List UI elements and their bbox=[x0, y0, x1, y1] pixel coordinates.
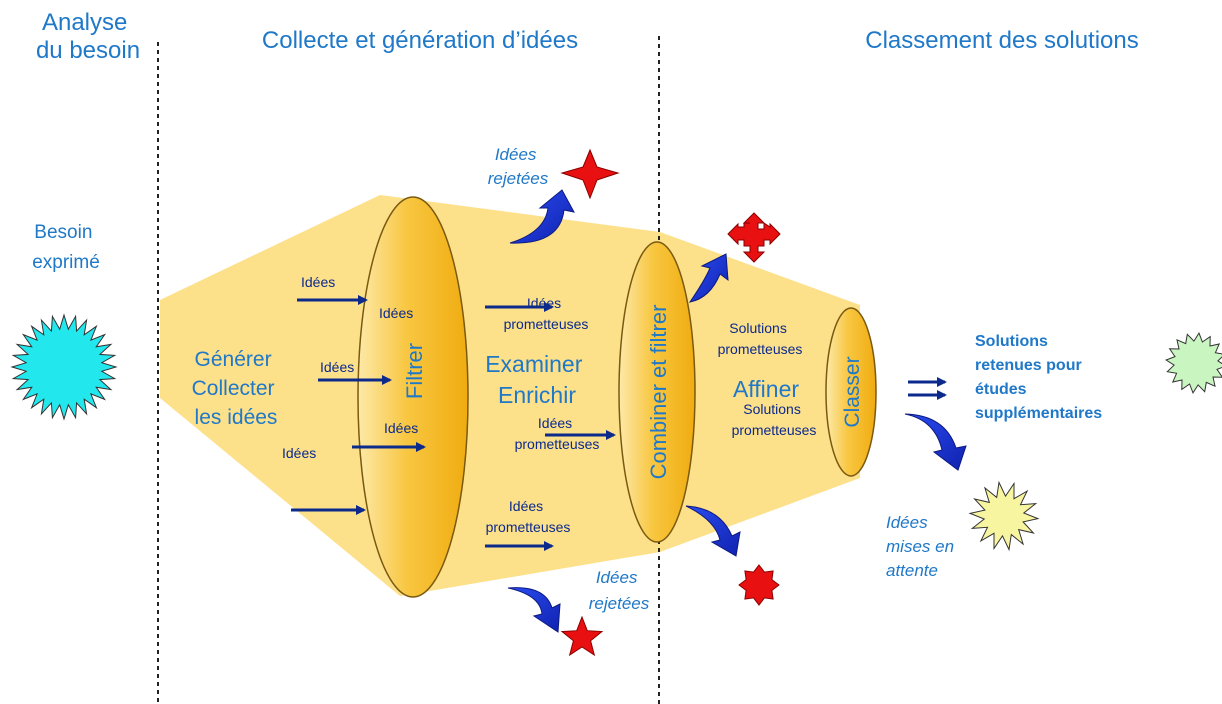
rejected-bottom-line1: Idées bbox=[596, 568, 638, 587]
idees-label-5: Idées bbox=[282, 445, 316, 461]
curved-arrow-reject-top bbox=[509, 189, 575, 244]
curved-arrow-reject-mid bbox=[688, 253, 729, 303]
stage2-line2: Enrichir bbox=[498, 382, 576, 408]
stage1-line1: Générer bbox=[195, 348, 272, 371]
prometteuses-label-2: Idées prometteuses bbox=[515, 415, 600, 452]
rejected-label-top: Idées rejetées bbox=[488, 145, 549, 188]
stage1-line3: les idées bbox=[195, 406, 278, 429]
stage1-label: Générer Collecter les idées bbox=[192, 348, 281, 429]
besoin-line1: Besoin bbox=[34, 222, 92, 243]
besoin-label: Besoin exprimé bbox=[32, 222, 100, 273]
reject-octagram bbox=[738, 564, 780, 606]
prometteuses-1-line1: Idées bbox=[527, 295, 561, 311]
stage2-line1: Examiner bbox=[485, 351, 582, 377]
combiner-ellipse bbox=[618, 241, 696, 543]
header-classement: Classement des solutions bbox=[865, 27, 1138, 54]
prometteuses-label-3: Idées prometteuses bbox=[486, 498, 571, 535]
result-burst-shape bbox=[1164, 331, 1222, 395]
result-line2: retenues pour bbox=[975, 357, 1082, 374]
idees-label-1: Idées bbox=[301, 274, 335, 290]
solutions-2-line2: prometteuses bbox=[732, 422, 817, 438]
filtrer-ellipse bbox=[357, 196, 469, 598]
header-analyse-line1: Analyse bbox=[42, 9, 127, 36]
result-line3: études bbox=[975, 381, 1027, 398]
waiting-line2: mises en bbox=[886, 537, 954, 556]
need-burst-shape bbox=[10, 313, 118, 421]
rejected-top-line2: rejetées bbox=[488, 169, 549, 188]
reject-star-top bbox=[560, 148, 620, 200]
classer-ellipse bbox=[825, 307, 877, 477]
combiner-label: Combiner et filtrer bbox=[646, 305, 671, 480]
idees-label-2: Idées bbox=[379, 305, 413, 321]
curved-arrow-waiting bbox=[904, 413, 967, 471]
rejected-top-line1: Idées bbox=[495, 145, 537, 164]
prometteuses-3-line1: Idées bbox=[509, 498, 543, 514]
stage1-line2: Collecter bbox=[192, 377, 275, 400]
solutions-1-line1: Solutions bbox=[729, 320, 787, 336]
result-label: Solutions retenues pour études supplémen… bbox=[975, 333, 1102, 422]
waiting-label: Idées mises en attente bbox=[886, 513, 959, 580]
header-analyse-line2: du besoin bbox=[36, 37, 140, 64]
classer-label: Classer bbox=[841, 356, 864, 427]
result-line4: supplémentaires bbox=[975, 405, 1102, 422]
waiting-line3: attente bbox=[886, 561, 938, 580]
filtrer-label: Filtrer bbox=[402, 343, 427, 399]
solutions-1-line2: prometteuses bbox=[718, 341, 803, 357]
waiting-burst-shape bbox=[968, 480, 1040, 552]
header-collecte: Collecte et génération d’idées bbox=[262, 27, 578, 54]
besoin-line2: exprimé bbox=[32, 252, 100, 273]
rejected-label-bottom: Idées rejetées bbox=[589, 568, 650, 613]
prometteuses-2-line2: prometteuses bbox=[515, 436, 600, 452]
prometteuses-label-1: Idées prometteuses bbox=[504, 295, 589, 332]
result-line1: Solutions bbox=[975, 333, 1048, 350]
waiting-line1: Idées bbox=[886, 513, 928, 532]
solutions-label-2: Solutions prometteuses bbox=[732, 401, 817, 438]
stage2-label: Examiner Enrichir bbox=[485, 351, 589, 408]
prometteuses-2-line1: Idées bbox=[538, 415, 572, 431]
stage3-label: Affiner bbox=[733, 376, 799, 402]
header-analyse: Analyse du besoin bbox=[36, 9, 140, 64]
prometteuses-1-line2: prometteuses bbox=[504, 316, 589, 332]
curved-arrow-reject-mid-bottom bbox=[685, 505, 741, 557]
solutions-2-line1: Solutions bbox=[743, 401, 801, 417]
idees-label-4: Idées bbox=[384, 420, 418, 436]
prometteuses-3-line2: prometteuses bbox=[486, 519, 571, 535]
idees-label-3: Idées bbox=[320, 359, 354, 375]
curved-arrow-reject-bottom bbox=[507, 587, 561, 633]
reject-cross-mid bbox=[727, 212, 781, 263]
solutions-label-1: Solutions prometteuses bbox=[718, 320, 803, 357]
reject-star-bottom bbox=[560, 615, 604, 657]
rejected-bottom-line2: rejetées bbox=[589, 594, 650, 613]
